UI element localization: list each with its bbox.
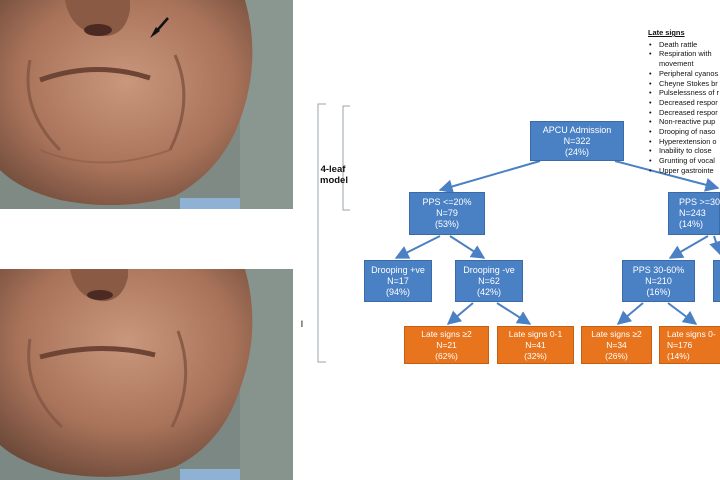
list-item: Death rattle [659,40,720,50]
node-level2-right-partial [713,260,720,302]
model-label: 4-leaf model [320,164,346,186]
node-pps-20: PPS <=20% N=79 (53%) [409,192,485,235]
edge-pps20-droop-pos [396,236,440,258]
late-signs-list: Death rattle Respiration with movement P… [648,40,720,176]
list-item: Decreased respor [659,98,720,108]
edge-droopneg-leaf1 [448,303,473,324]
edge-pps30-pps3060 [670,236,708,258]
late-signs-legend: Late signs Death rattle Respiration with… [648,28,720,176]
model-bracket [318,104,350,362]
edge-droopneg-leaf2 [497,303,530,324]
edge-pps3060-leaf3 [618,303,643,324]
leaf-late-signs-2plus-drooping: Late signs ≥2 N=21 (62%) [404,326,489,364]
list-item: Grunting of vocal [659,156,720,166]
leaf-late-signs-0-1-pps: Late signs 0- N=176 (14%) [659,326,720,364]
late-signs-title: Late signs [648,28,720,38]
edge-root-pps20 [440,161,540,190]
node-apcu-admission: APCU Admission N=322 (24%) [530,121,624,161]
node-drooping-positive: Drooping +ve N=17 (94%) [364,260,432,302]
node-pps-30-60: PPS 30-60% N=210 (16%) [622,260,695,302]
node-drooping-negative: Drooping -ve N=62 (42%) [455,260,523,302]
list-item: Peripheral cyanos [659,69,720,79]
node-pps-30: PPS >=30 N=243 (14%) [668,192,720,235]
list-item: Drooping of naso [659,127,720,137]
list-item: Upper gastrointe [659,166,720,176]
edge-pps30-right [714,236,720,254]
list-item: Pulselessness of r [659,88,720,98]
side-mark: I [298,319,306,330]
list-item: Inability to close [659,146,720,156]
edge-pps3060-leaf4 [668,303,696,324]
leaf-late-signs-2plus-pps: Late signs ≥2 N=34 (26%) [581,326,652,364]
list-item: Cheyne Stokes br [659,79,720,89]
list-item: Respiration with [659,49,720,59]
list-item: movement [659,59,720,69]
leaf-late-signs-0-1-drooping: Late signs 0-1 N=41 (32%) [497,326,574,364]
list-item: Decreased respor [659,108,720,118]
list-item: Non-reactive pup [659,117,720,127]
list-item: Hyperextension o [659,137,720,147]
edge-pps20-droop-neg [450,236,484,258]
